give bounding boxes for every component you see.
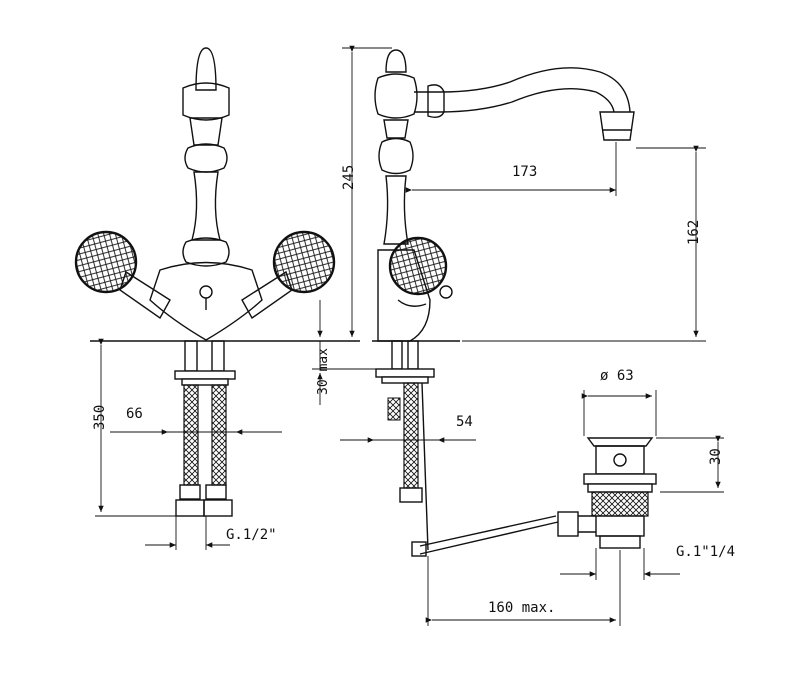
front-finial — [182, 47, 230, 267]
side-dimensions: 245 30 max 173 162 54 — [312, 45, 706, 443]
right-flexible-hose — [211, 384, 227, 486]
dimension-waste-thread: G.1"1/4 — [676, 544, 735, 560]
waste-drain — [411, 437, 657, 557]
dimension-30-max: 30 max — [316, 348, 331, 395]
dimension-245: 245 — [341, 165, 357, 190]
left-crystal-handle — [74, 230, 138, 294]
dimension-waste-height-30: 30 — [708, 448, 724, 465]
spout — [414, 67, 631, 113]
drain-thread — [591, 491, 649, 517]
front-view — [74, 47, 360, 517]
dimension-66: 66 — [126, 406, 143, 422]
front-dimensions: 350 66 G.1/2" — [92, 338, 282, 550]
left-flexible-hose — [183, 384, 199, 486]
linkage-nut — [557, 511, 579, 537]
side-crystal-handle — [388, 236, 448, 296]
dimension-waste-diameter: ø 63 — [600, 368, 634, 384]
front-body — [149, 261, 263, 341]
dimension-160-max: 160 max. — [488, 600, 555, 616]
side-finial — [385, 49, 407, 73]
drain-plug — [613, 453, 627, 467]
drain-flange — [586, 437, 654, 447]
drain-dimensions: ø 63 30 G.1"1/4 160 max. — [425, 368, 735, 626]
dimension-inlet-thread: G.1/2" — [226, 527, 277, 543]
dimension-173: 173 — [512, 164, 537, 180]
dimension-350: 350 — [92, 405, 108, 430]
side-flexible-hose — [403, 382, 419, 489]
side-view — [372, 49, 635, 551]
front-pop-up-knob — [199, 285, 213, 299]
linkage-rod — [419, 521, 559, 555]
pop-up-rod — [421, 382, 429, 551]
dimension-162: 162 — [686, 220, 702, 245]
right-crystal-handle — [272, 230, 336, 294]
dimension-54: 54 — [456, 414, 473, 430]
aerator — [599, 111, 635, 141]
